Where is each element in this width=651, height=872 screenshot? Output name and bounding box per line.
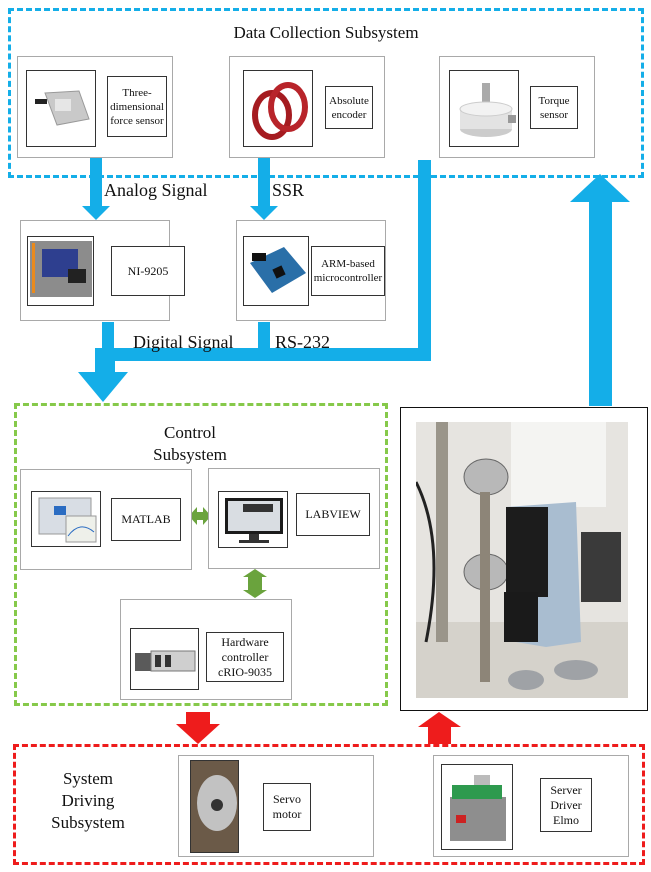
servo-motor-image <box>190 760 239 853</box>
system-driving-subsystem <box>13 744 645 865</box>
data-collection-subsystem <box>8 8 644 178</box>
encoder-card: Absolute encoder <box>229 56 385 158</box>
control-title: Control Subsystem <box>153 423 227 464</box>
labview-card: LABVIEW <box>208 468 380 569</box>
elmo-driver-image <box>441 764 513 850</box>
force-sensor-image <box>26 70 96 147</box>
servo-motor-icon <box>191 761 238 852</box>
elmo-driver-icon <box>450 775 506 841</box>
ssr-label: SSR <box>272 180 305 200</box>
encoder-label: Absolute encoder <box>325 86 373 129</box>
torque-sensor-image <box>449 70 519 147</box>
encoder-rings-icon <box>252 82 308 140</box>
digital-signal-label: Digital Signal <box>133 332 234 352</box>
ni-9205-image <box>27 236 94 306</box>
torque-sensor-label: Torque sensor <box>530 86 578 129</box>
matlab-screenshot-icon <box>38 497 97 543</box>
ni-9205-device-icon <box>30 241 92 297</box>
matlab-label: MATLAB <box>111 498 181 541</box>
rs232-label: RS-232 <box>275 332 331 352</box>
exoskeleton-photo <box>416 422 628 698</box>
arm-microcontroller-card: ARM-based microcontroller <box>236 220 386 321</box>
torque-sensor-card: Torque sensor <box>439 56 595 158</box>
elmo-driver-label: Server Driver Elmo <box>540 778 592 832</box>
analog-signal-arrow <box>82 156 110 220</box>
labview-crio-double-arrow <box>243 569 267 598</box>
analog-signal-label: Analog Signal <box>104 180 208 200</box>
control-subsystem <box>14 403 388 706</box>
matlab-card: MATLAB <box>20 469 192 570</box>
matlab-image <box>31 491 101 547</box>
crio-card: Hardware controller cRIO-9035 <box>120 599 292 700</box>
exoskeleton-photo-frame <box>400 407 648 711</box>
torque-sensor-icon <box>459 83 516 137</box>
crio-image <box>130 628 199 690</box>
control-to-driving-arrow <box>176 712 220 744</box>
ni-9205-card: NI-9205 <box>20 220 185 321</box>
driving-title: System Driving Subsystem <box>51 769 125 832</box>
signal-bus-to-control <box>78 160 431 402</box>
crio-label: Hardware controller cRIO-9035 <box>206 632 284 682</box>
force-sensor-icon <box>35 90 90 126</box>
crio-controller-icon <box>135 650 196 672</box>
feedback-up-arrow <box>570 174 630 406</box>
force-sensor-label: Three- dimensional force sensor <box>107 76 167 137</box>
arm-microcontroller-image <box>243 236 309 306</box>
arm-board-icon <box>250 247 306 293</box>
driving-to-exoskeleton-arrow <box>418 712 461 744</box>
labview-label: LABVIEW <box>296 493 370 536</box>
force-sensor-card: Three- dimensional force sensor <box>17 56 173 158</box>
elmo-driver-card: Server Driver Elmo <box>433 755 629 857</box>
data-collection-title: Data Collection Subsystem <box>233 23 419 42</box>
encoder-image <box>243 70 313 147</box>
labview-image <box>218 491 288 548</box>
servo-motor-label: Servo motor <box>263 783 311 831</box>
arm-microcontroller-label: ARM-based microcontroller <box>311 246 385 296</box>
servo-motor-card: Servo motor <box>178 755 374 857</box>
ssr-arrow <box>250 156 278 220</box>
matlab-labview-double-arrow <box>189 507 211 525</box>
ni-9205-label: NI-9205 <box>111 246 185 296</box>
labview-monitor-icon <box>225 498 283 543</box>
